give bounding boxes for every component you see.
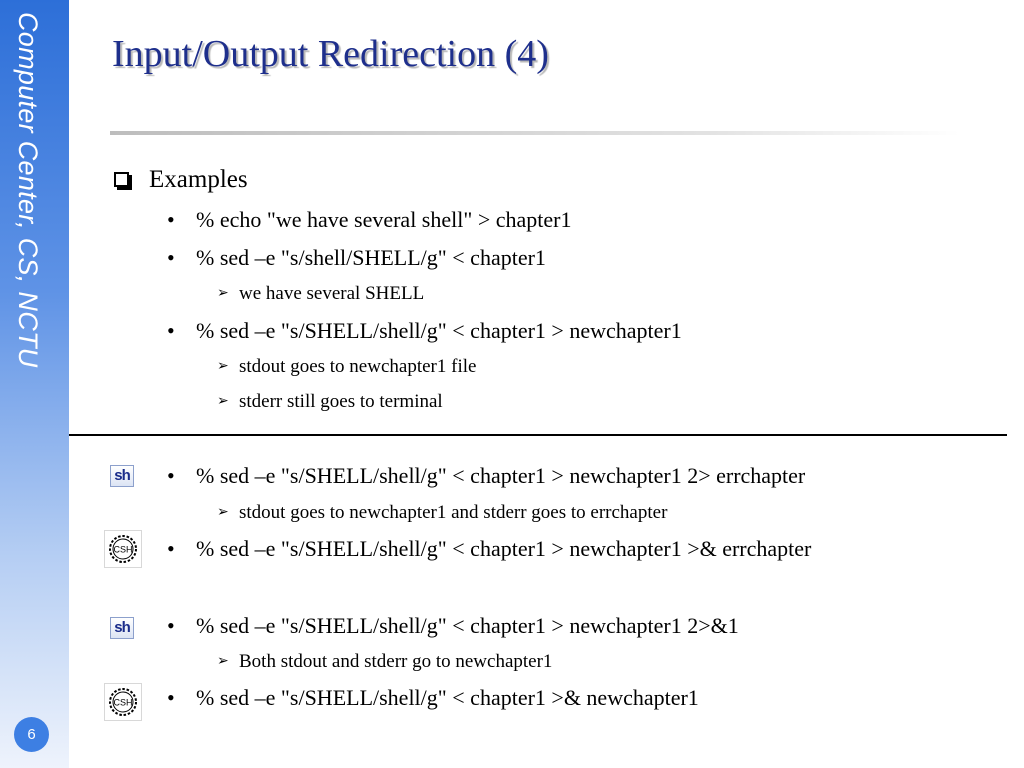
command-line: % sed –e "s/SHELL/shell/g" < chapter1 > … xyxy=(196,463,806,488)
bullet-icon: • xyxy=(167,318,175,343)
slide-title: Input/Output Redirection (4) xyxy=(112,33,549,75)
arrow-bullet-icon: ➢ xyxy=(217,394,229,409)
bullet-icon: • xyxy=(167,613,175,638)
csh-shell-icon: CSH xyxy=(104,530,142,568)
sidebar-title: Computer Center, CS, NCTU xyxy=(13,12,43,368)
bullet-icon: • xyxy=(167,685,175,710)
section-divider xyxy=(69,434,1007,436)
arrow-bullet-icon: ➢ xyxy=(217,359,229,374)
arrow-bullet-icon: ➢ xyxy=(217,505,229,520)
csh-shell-icon: CSH xyxy=(104,683,142,721)
result-line: we have several SHELL xyxy=(239,283,425,304)
bullet-icon: • xyxy=(167,463,175,488)
result-line: stderr still goes to terminal xyxy=(239,391,443,412)
command-line: % sed –e "s/SHELL/shell/g" < chapter1 > … xyxy=(196,536,812,561)
csh-icon-label: CSH xyxy=(113,545,132,555)
csh-icon-label: CSH xyxy=(113,698,132,708)
result-line: stdout goes to newchapter1 and stderr go… xyxy=(239,502,668,523)
arrow-bullet-icon: ➢ xyxy=(217,654,229,669)
command-line: % echo "we have several shell" > chapter… xyxy=(196,207,572,232)
command-line: % sed –e "s/shell/SHELL/g" < chapter1 xyxy=(196,245,546,270)
section-heading: Examples xyxy=(149,166,248,193)
title-underline xyxy=(110,131,960,135)
arrow-bullet-icon: ➢ xyxy=(217,286,229,301)
bullet-icon: • xyxy=(167,536,175,561)
page-number: 6 xyxy=(14,717,49,752)
sidebar: Computer Center, CS, NCTU 6 xyxy=(0,0,69,768)
result-line: stdout goes to newchapter1 file xyxy=(239,356,477,377)
bullet-icon: • xyxy=(167,245,175,270)
command-line: % sed –e "s/SHELL/shell/g" < chapter1 > … xyxy=(196,318,682,343)
bullet-icon: • xyxy=(167,207,175,232)
result-line: Both stdout and stderr go to newchapter1 xyxy=(239,651,553,672)
sh-shell-icon: sh xyxy=(110,617,134,639)
checkbox-bullet-icon xyxy=(114,172,129,187)
sh-shell-icon: sh xyxy=(110,465,134,487)
command-line: % sed –e "s/SHELL/shell/g" < chapter1 > … xyxy=(196,613,739,638)
command-line: % sed –e "s/SHELL/shell/g" < chapter1 >&… xyxy=(196,685,699,710)
